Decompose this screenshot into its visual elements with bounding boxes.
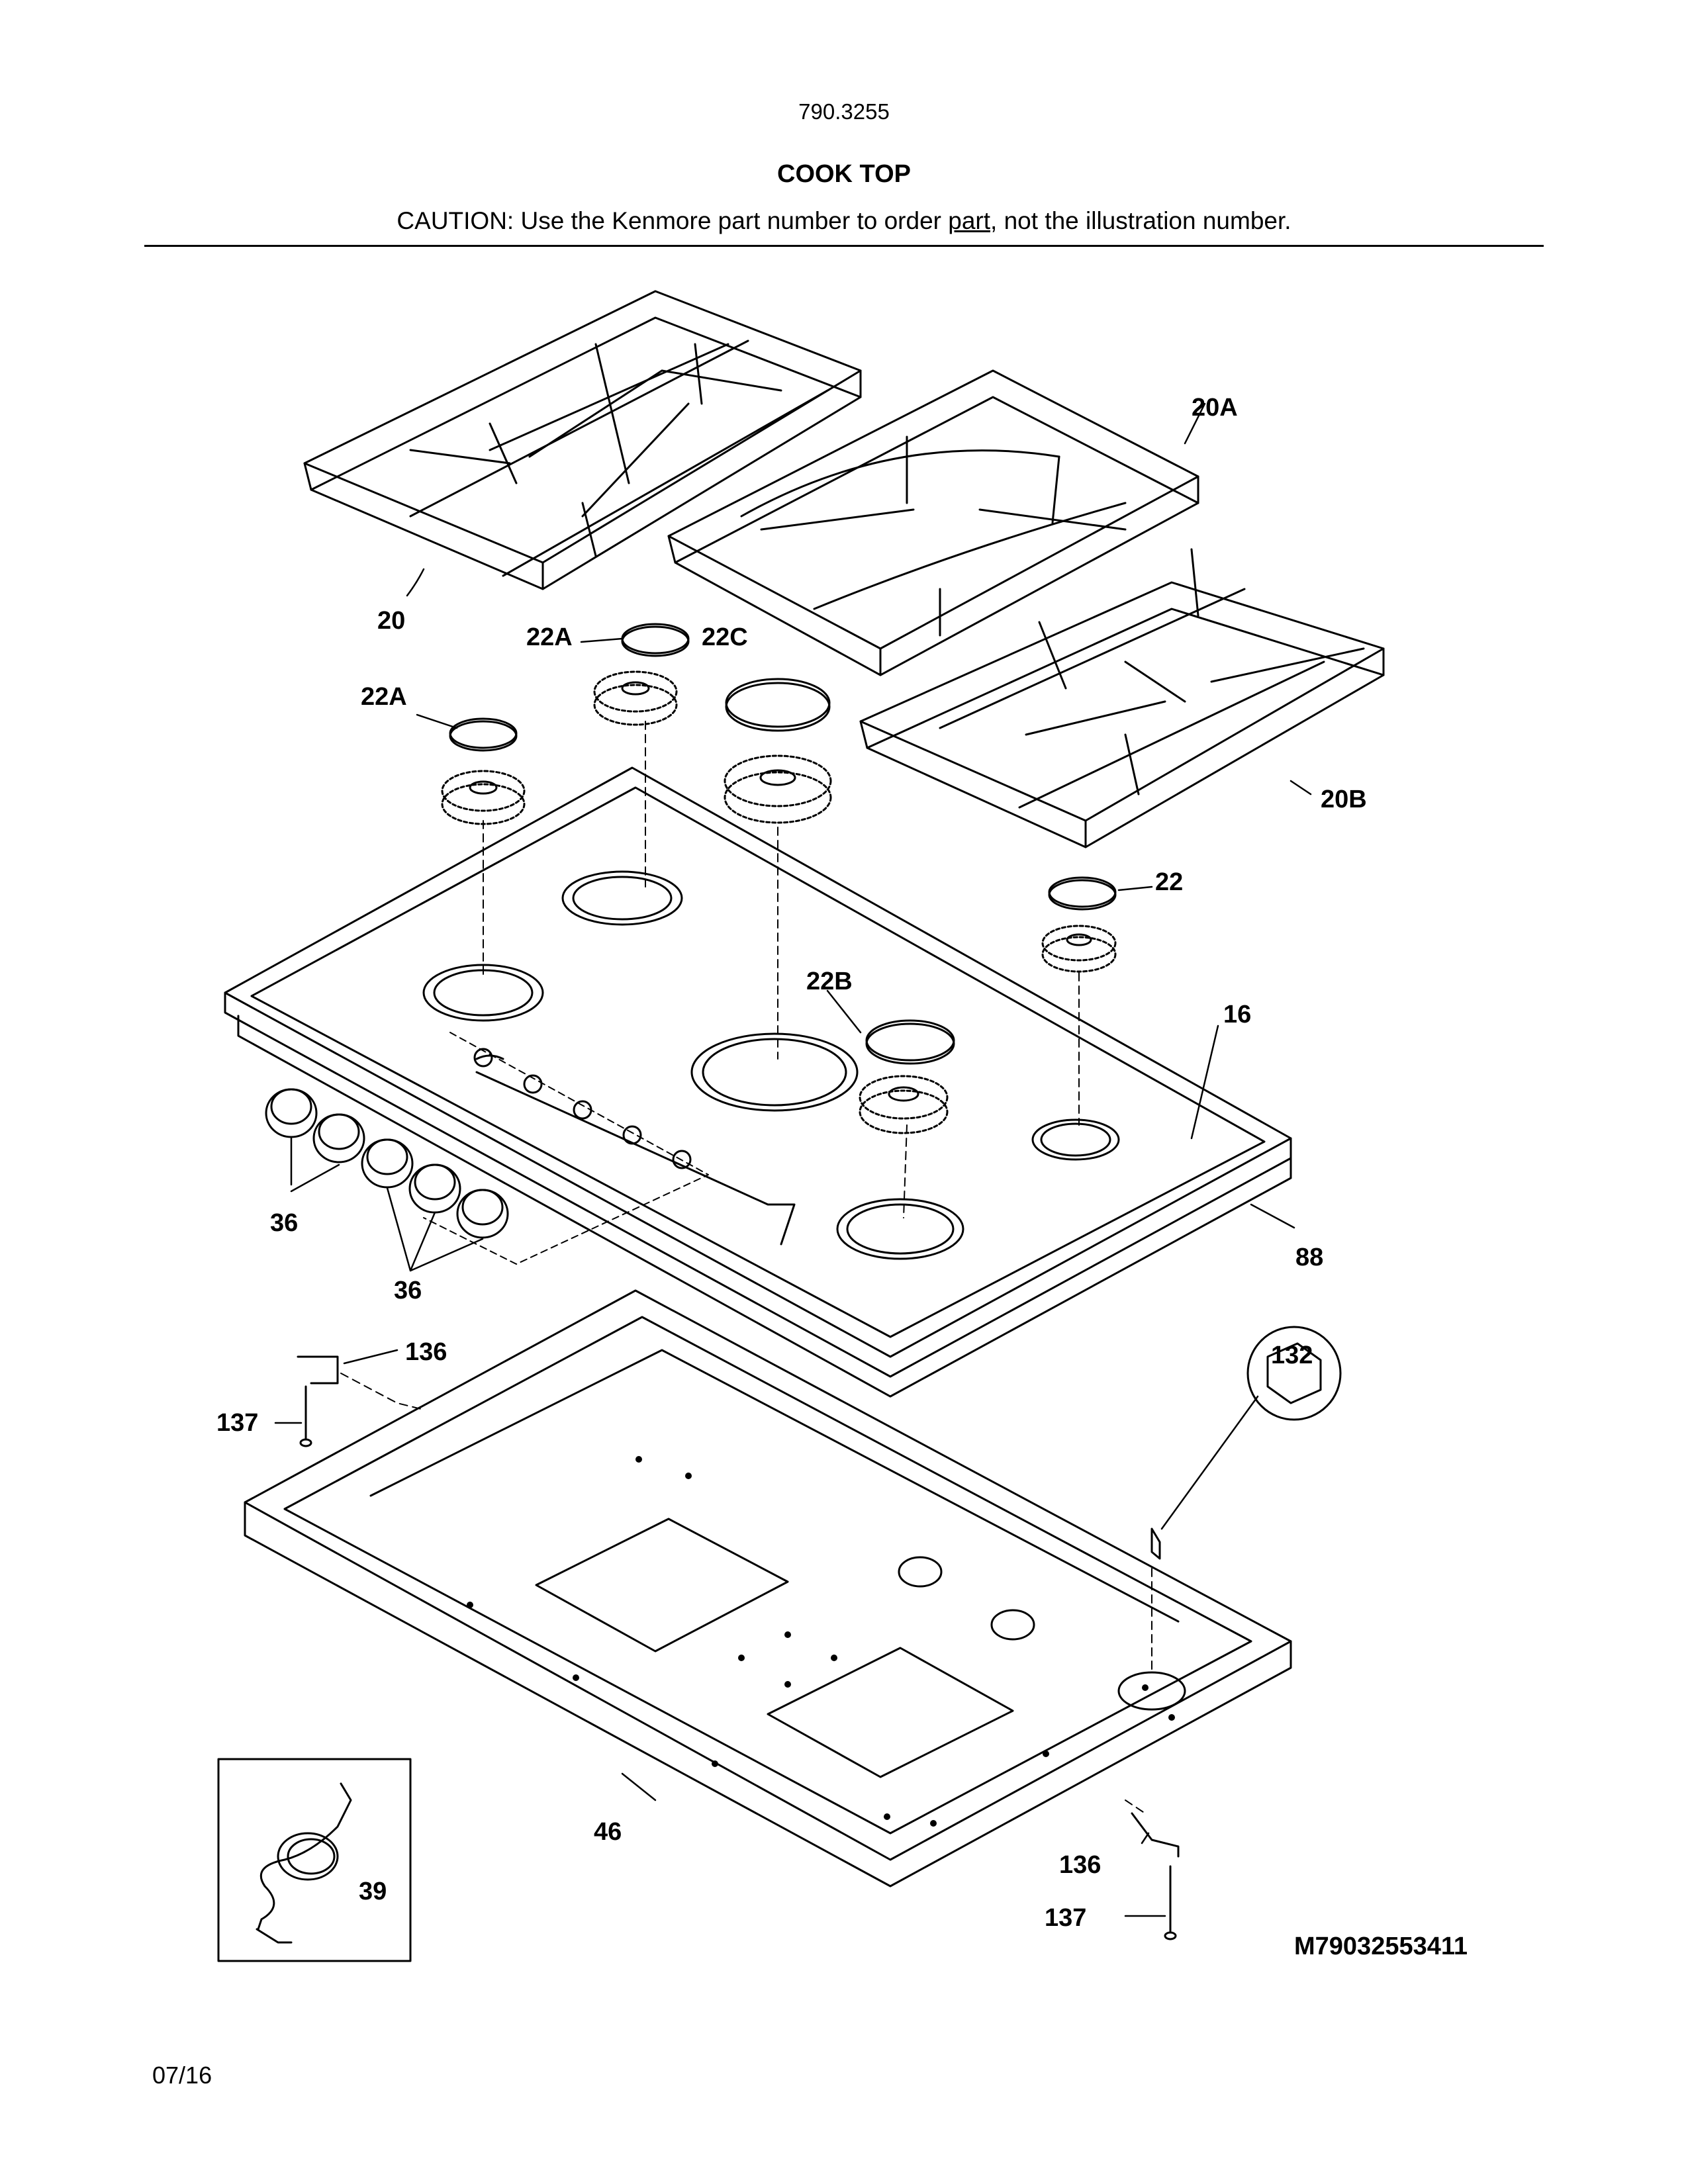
callout-20: 20 bbox=[377, 607, 405, 635]
callout-36-b: 36 bbox=[394, 1277, 422, 1304]
burner-cap-22A-mid bbox=[621, 623, 690, 657]
grate-left bbox=[303, 290, 862, 590]
spark-switch-132 bbox=[1150, 1326, 1342, 1560]
callout-20B: 20B bbox=[1321, 786, 1367, 813]
burner-head-mid bbox=[593, 670, 678, 726]
burner-head-front bbox=[859, 1075, 949, 1134]
box-holes bbox=[467, 1456, 1175, 1827]
assembly-guide-lines bbox=[340, 721, 1152, 1814]
callout-labels: 20 20A 20B 22 22A 22A 22B 22C 16 88 36 3… bbox=[216, 394, 1367, 1932]
control-knobs bbox=[265, 1032, 709, 1265]
revision-date: 07/16 bbox=[152, 2062, 212, 2089]
callout-22A-left: 22A bbox=[361, 683, 407, 711]
caution-part-word: part bbox=[948, 207, 991, 234]
burner-cap-22 bbox=[1048, 876, 1117, 911]
power-cord-inset bbox=[217, 1758, 412, 1962]
callout-88: 88 bbox=[1295, 1244, 1323, 1271]
bracket-136-top bbox=[297, 1355, 339, 1385]
callout-137-bottom: 137 bbox=[1045, 1904, 1086, 1932]
burner-head-center bbox=[724, 754, 832, 824]
burner-cap-22B bbox=[865, 1019, 955, 1065]
callout-136-bottom: 136 bbox=[1059, 1851, 1101, 1879]
callout-22C: 22C bbox=[702, 623, 748, 651]
callout-20A: 20A bbox=[1192, 394, 1238, 422]
screw-137-bottom bbox=[1164, 1865, 1177, 1940]
burner-cap-22A-left bbox=[449, 717, 518, 752]
drawing-code: M79032553411 bbox=[1294, 1933, 1468, 1960]
callout-39: 39 bbox=[359, 1878, 387, 1905]
bracket-136-bottom bbox=[1131, 1812, 1180, 1858]
screw-137-top bbox=[299, 1385, 312, 1447]
burner-box bbox=[244, 1289, 1292, 1888]
page-title: COOK TOP bbox=[777, 160, 911, 188]
callout-36-a: 36 bbox=[270, 1209, 298, 1237]
burner-cap-22C bbox=[725, 678, 831, 732]
callout-132: 132 bbox=[1271, 1342, 1313, 1369]
callout-16: 16 bbox=[1223, 1001, 1251, 1028]
callout-136-top: 136 bbox=[405, 1338, 447, 1366]
callout-22A-mid: 22A bbox=[526, 623, 573, 651]
callout-137-top: 137 bbox=[216, 1409, 258, 1437]
burner-head-left bbox=[441, 770, 526, 825]
caution-note: CAUTION: Use the Kenmore part number to … bbox=[0, 207, 1688, 235]
cooktop-panel bbox=[224, 766, 1292, 1398]
caution-text: CAUTION: Use the Kenmore part number to … bbox=[397, 207, 949, 234]
grate-right bbox=[859, 548, 1385, 848]
header-rule bbox=[144, 245, 1544, 247]
grate-center bbox=[667, 369, 1199, 676]
model-number: 790.3255 bbox=[798, 99, 890, 124]
cooktop-burner-ports bbox=[422, 870, 1120, 1260]
caution-text-end: , not the illustration number. bbox=[990, 207, 1291, 234]
callout-22: 22 bbox=[1155, 868, 1183, 896]
callout-46: 46 bbox=[594, 1818, 622, 1846]
callout-leaders bbox=[274, 402, 1312, 1917]
callout-22B: 22B bbox=[806, 968, 853, 995]
burner-head-right bbox=[1041, 925, 1117, 973]
